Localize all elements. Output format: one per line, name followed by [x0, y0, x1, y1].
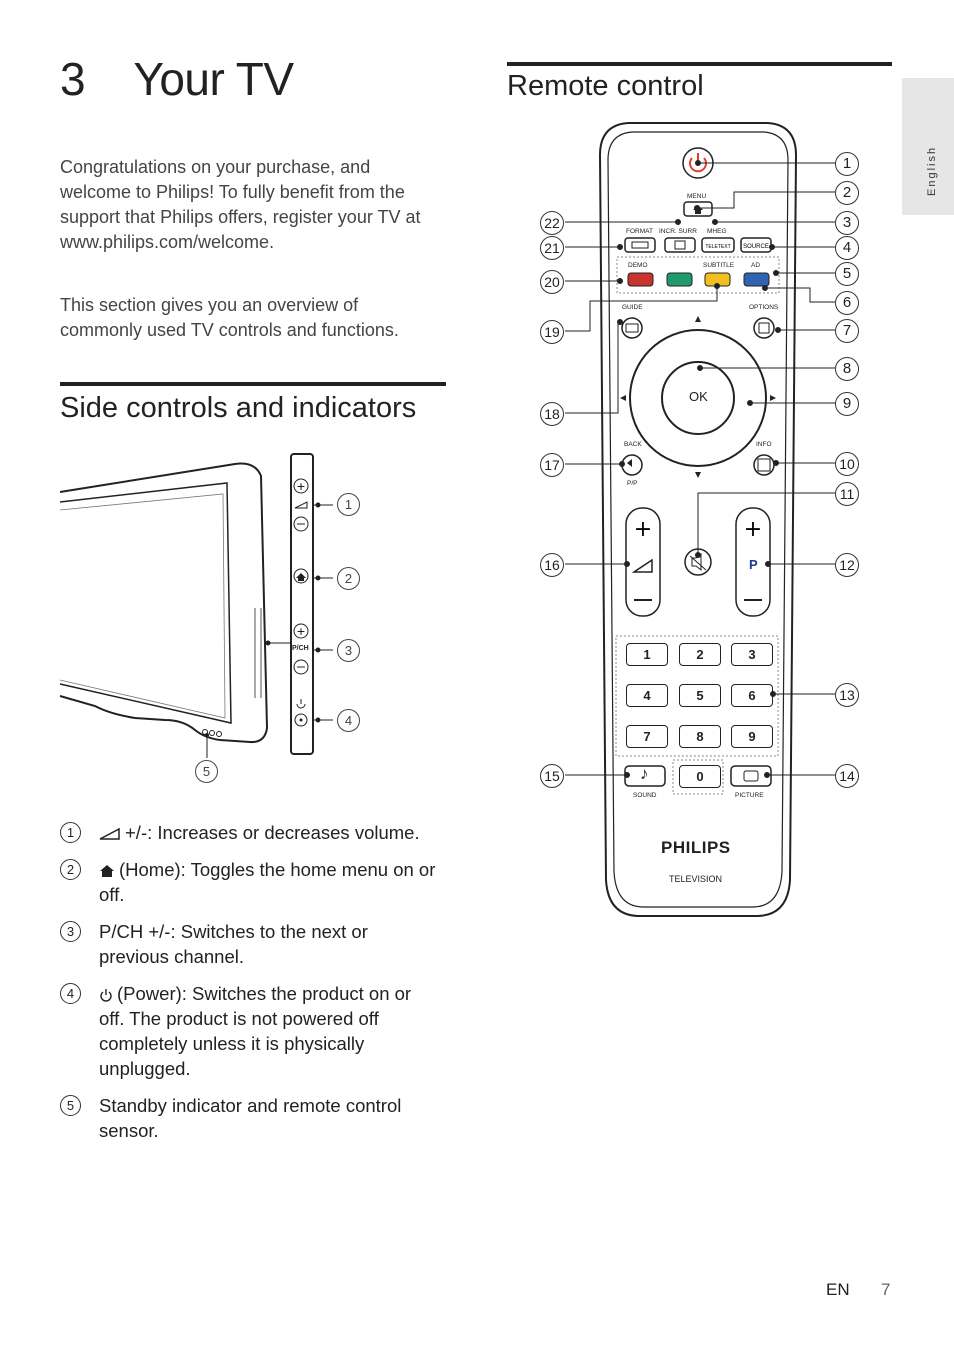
number-key-5: 5: [679, 684, 721, 707]
side-callout-3: 3: [337, 639, 360, 662]
ad-label: AD: [751, 262, 761, 269]
number-key-3: 3: [731, 643, 773, 666]
format-label: FORMAT: [626, 228, 653, 235]
remote-callout-5: 5: [835, 262, 859, 286]
picture-label: PICTURE: [735, 792, 764, 799]
remote-callout-18: 18: [540, 402, 564, 426]
section-rule: [507, 62, 892, 66]
home-icon: [100, 865, 114, 878]
svg-text:+: +: [296, 480, 305, 493]
page-number: 7: [881, 1280, 891, 1299]
brand-logo: PHILIPS: [661, 838, 731, 857]
incr-surr-label: INCR. SURR: [659, 228, 697, 235]
intro-paragraph-1: Congratulations on your purchase, and we…: [60, 157, 421, 252]
section-rule: [60, 382, 446, 386]
svg-text:+: +: [296, 625, 305, 638]
chapter-title: 3 Your TV: [60, 53, 294, 105]
remote-callout-13: 13: [835, 683, 859, 707]
item-number: 2: [60, 859, 81, 880]
mheg-label: MHEG: [707, 228, 727, 235]
list-item: 3 P/CH +/-: Switches to the next or prev…: [60, 919, 440, 969]
channel-p-label: P: [749, 557, 758, 572]
side-callout-4: 4: [337, 709, 360, 732]
intro-paragraph-2: This section gives you an overview of co…: [60, 295, 399, 340]
brand-subtitle: TELEVISION: [669, 874, 723, 884]
item-number: 3: [60, 921, 81, 942]
ok-label: OK: [689, 389, 708, 404]
back-label: BACK: [624, 441, 642, 448]
remote-callout-1: 1: [835, 152, 859, 176]
item-text: Standby indicator and remote control sen…: [99, 1095, 402, 1141]
remote-leader-lines: [565, 160, 835, 778]
demo-label: DEMO: [628, 262, 648, 269]
svg-text:SOURCE: SOURCE: [743, 244, 769, 250]
number-key-9: 9: [731, 725, 773, 748]
remote-callout-11: 11: [835, 482, 859, 506]
remote-callout-21: 21: [540, 236, 564, 260]
pp-label: P/P: [627, 480, 638, 487]
remote-callout-3: 3: [835, 211, 859, 235]
side-controls-list: 1 +/-: Increases or decreases volume. 2 …: [60, 820, 440, 1155]
list-item: 5 Standby indicator and remote control s…: [60, 1093, 440, 1143]
svg-text:+: +: [744, 517, 762, 542]
item-number: 5: [60, 1095, 81, 1116]
number-key-1: 1: [626, 643, 668, 666]
power-icon: [100, 989, 112, 1002]
svg-text:TELETEXT: TELETEXT: [705, 244, 730, 250]
remote-callout-2: 2: [835, 181, 859, 205]
number-key-7: 7: [626, 725, 668, 748]
remote-illustration: TELETEXT SOURCE + +: [598, 122, 798, 917]
sound-label: SOUND: [633, 792, 657, 799]
remote-callout-9: 9: [835, 392, 859, 416]
side-controls-title: Side controls and indicators: [60, 392, 417, 424]
remote-callout-10: 10: [835, 452, 859, 476]
remote-callout-8: 8: [835, 357, 859, 381]
panel-label-pch: P/CH: [292, 645, 309, 652]
remote-callout-6: 6: [835, 291, 859, 315]
item-text: (Power): Switches the product on or off.…: [99, 983, 412, 1079]
options-label: OPTIONS: [749, 304, 779, 311]
remote-callout-20: 20: [540, 270, 564, 294]
item-text: (Home): Toggles the home menu on or off.: [99, 859, 436, 905]
subtitle-label: SUBTITLE: [703, 262, 735, 269]
guide-label: GUIDE: [622, 304, 643, 311]
footer-language: EN: [826, 1280, 850, 1299]
item-number: 4: [60, 983, 81, 1004]
list-item: 2 (Home): Toggles the home menu on or of…: [60, 857, 440, 907]
side-callout-2: 2: [337, 567, 360, 590]
number-key-8: 8: [679, 725, 721, 748]
language-tab: English: [902, 78, 954, 215]
remote-callout-12: 12: [835, 553, 859, 577]
remote-callout-4: 4: [835, 236, 859, 260]
remote-callout-7: 7: [835, 319, 859, 343]
side-callout-5: 5: [195, 760, 218, 783]
tv-side-illustration: + +: [59, 453, 333, 758]
number-key-2: 2: [679, 643, 721, 666]
remote-control-title: Remote control: [507, 70, 704, 102]
remote-callout-16: 16: [540, 553, 564, 577]
svg-text:+: +: [634, 517, 652, 542]
sound-note-icon: ♪: [640, 764, 649, 783]
remote-callout-14: 14: [835, 764, 859, 788]
menu-label: MENU: [687, 193, 707, 200]
list-item: 4 (Power): Switches the product on or of…: [60, 981, 440, 1081]
number-key-0: 0: [679, 765, 721, 788]
item-number: 1: [60, 822, 81, 843]
language-label: English: [926, 145, 938, 196]
remote-callout-22: 22: [540, 211, 564, 235]
remote-callout-15: 15: [540, 764, 564, 788]
side-callout-1: 1: [337, 493, 360, 516]
number-key-4: 4: [626, 684, 668, 707]
info-label: INFO: [756, 441, 772, 448]
remote-callout-19: 19: [540, 320, 564, 344]
remote-callout-17: 17: [540, 453, 564, 477]
list-item: 1 +/-: Increases or decreases volume.: [60, 820, 440, 845]
volume-icon: [99, 827, 120, 840]
item-text: +/-: Increases or decreases volume.: [125, 822, 420, 843]
item-text: P/CH +/-: Switches to the next or previo…: [99, 921, 368, 967]
